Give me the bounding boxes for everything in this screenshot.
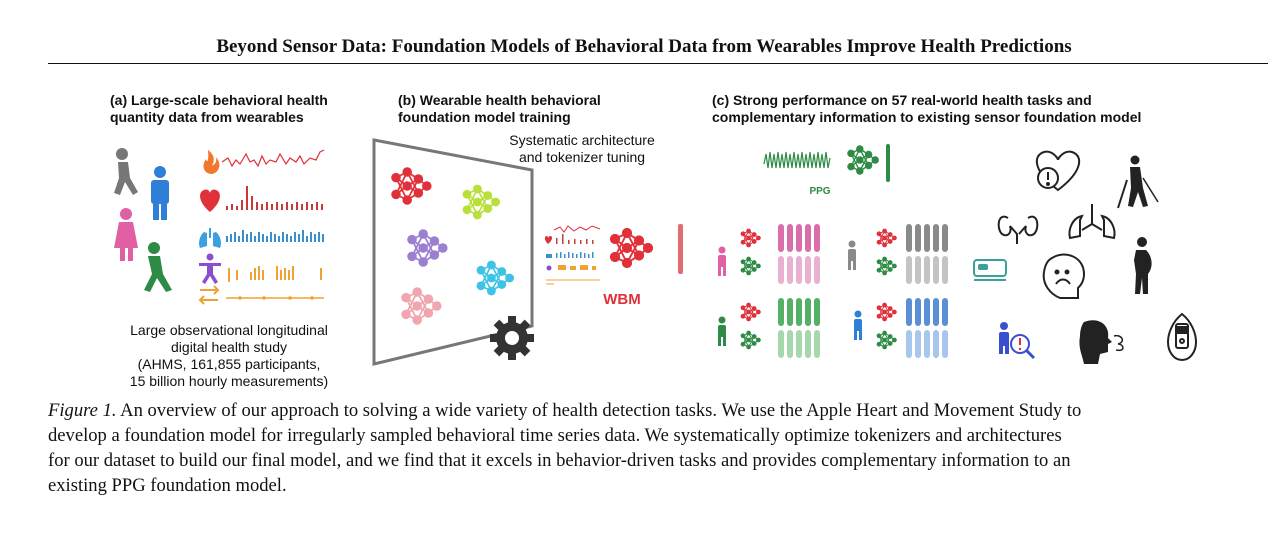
wbm-embedding-bar bbox=[678, 224, 683, 274]
caption-label: Figure 1. bbox=[48, 400, 117, 421]
study-line-1: Large observational longitudinal bbox=[130, 322, 328, 338]
woman-icon bbox=[114, 208, 138, 261]
ppg-mini-network-4 bbox=[876, 330, 897, 350]
glucose-meter-icon bbox=[1166, 312, 1198, 362]
study-description: Large observational longitudinal digital… bbox=[104, 322, 354, 390]
cohort-person-3 bbox=[718, 316, 726, 346]
ppg-embedding-bar bbox=[886, 144, 890, 182]
lungs-icon bbox=[199, 228, 221, 248]
wbm-mini-network-1 bbox=[740, 228, 761, 248]
caption-line-4: existing PPG foundation model. bbox=[48, 475, 287, 496]
panel-b-heading: (b) Wearable health behavioral foundatio… bbox=[398, 92, 601, 126]
pink-network bbox=[401, 287, 442, 325]
study-line-3: (AHMS, 161,855 participants, bbox=[137, 356, 321, 372]
embedding-columns-2 bbox=[906, 224, 948, 284]
transfer-trace bbox=[226, 296, 324, 300]
wbm-network bbox=[609, 227, 654, 269]
panel-b-heading-line2: foundation model training bbox=[398, 109, 571, 125]
caption-line-1-text: An overview of our approach to solving a… bbox=[116, 400, 1082, 421]
tuning-description: Systematic architecture and tokenizer tu… bbox=[482, 132, 682, 166]
embedding-columns-4 bbox=[906, 298, 948, 358]
title-rule bbox=[48, 63, 1268, 64]
ppg-waveform bbox=[763, 151, 831, 169]
activity-figure-icon bbox=[199, 253, 221, 284]
panel-b-heading-line1: (b) Wearable health behavioral bbox=[398, 92, 601, 108]
panel-a-heading-line1: (a) Large-scale behavioral health bbox=[110, 92, 328, 108]
panel-c-heading-line1: (c) Strong performance on 57 real-world … bbox=[712, 92, 1092, 108]
wbm-label: WBM bbox=[603, 291, 641, 308]
heart-alert-icon bbox=[1035, 150, 1081, 192]
standing-man-icon bbox=[151, 166, 169, 220]
red-network bbox=[391, 167, 432, 205]
panel-a-figure bbox=[114, 148, 325, 305]
cyan-network bbox=[476, 260, 515, 296]
bed-icon bbox=[973, 259, 1007, 281]
wbm-mini-network-3 bbox=[740, 302, 761, 322]
activity-trace bbox=[228, 266, 322, 282]
ppg-label: PPG bbox=[809, 186, 830, 197]
kidneys-icon bbox=[997, 215, 1039, 244]
ppg-network bbox=[847, 145, 879, 175]
wbm-network-nodes bbox=[609, 227, 654, 269]
caption-line-2: develop a foundation model for irregular… bbox=[48, 425, 1062, 446]
heart-rate-trace bbox=[226, 186, 323, 210]
caption-line-1: Figure 1. An overview of our approach to… bbox=[48, 398, 1270, 423]
cohort-person-2 bbox=[848, 240, 856, 270]
calorie-trace bbox=[221, 149, 325, 168]
figure-caption: Figure 1. An overview of our approach to… bbox=[48, 398, 1270, 498]
ppg-network-nodes bbox=[847, 145, 879, 175]
embedding-columns-3 bbox=[778, 298, 820, 358]
blind-person-icon bbox=[1117, 155, 1159, 209]
panel-c-heading-line2: complementary information to existing se… bbox=[712, 109, 1142, 125]
ppg-mini-network-3 bbox=[740, 330, 761, 350]
panel-b-figure: WBM bbox=[372, 138, 683, 366]
caption-line-3: for our dataset to build our final model… bbox=[48, 450, 1071, 471]
ppg-mini-network-2 bbox=[876, 256, 897, 276]
study-line-2: digital health study bbox=[171, 339, 287, 355]
transfer-arrows-icon bbox=[198, 285, 220, 305]
panel-c-figure: PPG bbox=[718, 144, 1198, 364]
panel-a-heading-line2: quantity data from wearables bbox=[110, 109, 304, 125]
wbm-mini-network-4 bbox=[876, 302, 897, 322]
tuning-line-2: and tokenizer tuning bbox=[518, 149, 646, 165]
respiratory-trace bbox=[226, 230, 324, 242]
worried-face-icon bbox=[1042, 253, 1086, 299]
cough-icon bbox=[1079, 320, 1124, 364]
lime-network bbox=[462, 184, 501, 220]
purple-network bbox=[407, 229, 448, 267]
study-line-4: 15 billion hourly measurements) bbox=[129, 373, 329, 389]
heart-icon bbox=[200, 189, 220, 212]
ppg-mini-network-1 bbox=[740, 256, 761, 276]
flame-icon bbox=[203, 150, 220, 174]
walking-person-icon bbox=[114, 148, 138, 195]
search-person-icon bbox=[999, 322, 1036, 360]
cohort-person-4 bbox=[854, 310, 862, 340]
tuning-line-1: Systematic architecture bbox=[509, 132, 655, 148]
embedding-columns-1 bbox=[778, 224, 820, 284]
cohort-person-1 bbox=[718, 246, 726, 276]
panel-a-heading: (a) Large-scale behavioral health quanti… bbox=[110, 92, 328, 126]
training-frame bbox=[372, 138, 534, 366]
panel-c-heading: (c) Strong performance on 57 real-world … bbox=[712, 92, 1141, 126]
gear-icon bbox=[490, 316, 534, 360]
pregnant-woman-icon bbox=[1134, 237, 1152, 294]
lungs-icon bbox=[1068, 204, 1116, 240]
mini-traces bbox=[544, 225, 601, 285]
wbm-mini-network-2 bbox=[876, 228, 897, 248]
walking-man-icon bbox=[144, 242, 172, 292]
paper-title: Beyond Sensor Data: Foundation Models of… bbox=[216, 36, 1072, 57]
